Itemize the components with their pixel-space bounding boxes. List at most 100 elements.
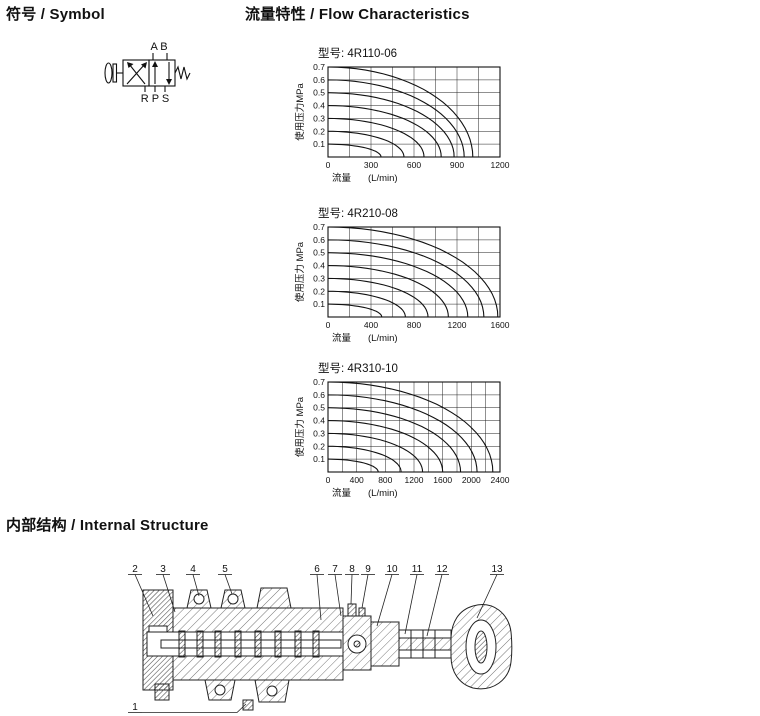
part-label-10: 10 [386, 564, 398, 575]
y-tick-label: 0.3 [313, 428, 325, 438]
flow-curve [327, 92, 455, 158]
x-tick-label: 1600 [433, 475, 452, 485]
axis-ticks: 0.1 0.2 0.3 0.4 0.5 0.6 0.7 0 400 800 1200 1600 [313, 222, 510, 330]
flow-chart-plot: 0.1 0.2 0.3 0.4 0.5 0.6 0.7 0 400 800 1200 1600 使用压力… [294, 222, 510, 344]
y-tick-label: 0.7 [313, 222, 325, 232]
part-label-7: 7 [332, 564, 338, 575]
flow-curve [327, 66, 474, 158]
y-tick-label: 0.2 [313, 126, 325, 136]
plot-frame [327, 381, 501, 473]
x-tick-label: 600 [407, 160, 421, 170]
flow-curve [327, 432, 424, 473]
flow-curve [327, 381, 494, 473]
valve-body-section [142, 587, 344, 711]
part-label-6: 6 [314, 564, 320, 575]
symbol-top-port-labels: A B [150, 41, 167, 53]
flow-curve [327, 105, 442, 158]
flow-curves [327, 66, 474, 158]
x-tick-label: 800 [407, 320, 421, 330]
part-label-11: 11 [412, 564, 423, 575]
x-tick-label: 0 [326, 320, 331, 330]
y-tick-label: 0.3 [313, 273, 325, 283]
x-tick-label: 400 [350, 475, 364, 485]
x-axis-unit: (L/min) [368, 173, 398, 184]
x-axis-label: 流量 [332, 332, 352, 344]
part-callouts: 2 3 4 5 6 7 8 9 10 11 12 13 1 [128, 564, 504, 713]
flow-characteristics-heading: 流量特性 / Flow Characteristics [245, 6, 470, 23]
y-tick-label: 0.7 [313, 62, 325, 72]
part-label-9: 9 [365, 564, 371, 575]
y-tick-label: 0.4 [313, 261, 325, 271]
flow-curve [327, 277, 429, 318]
part-label-13: 13 [491, 564, 503, 575]
flow-curve [327, 79, 465, 158]
x-tick-label: 2000 [462, 475, 481, 485]
flow-curve [328, 445, 402, 473]
y-tick-label: 0.2 [313, 286, 325, 296]
internal-structure-diagram: 2 3 4 5 6 7 8 9 10 11 12 13 1 [128, 564, 513, 713]
part-label-5: 5 [222, 564, 228, 575]
flow-curve [327, 226, 499, 318]
valve-symbol-diagram: A B R P S [104, 41, 191, 105]
chart-title: 型号: 4R310-10 [318, 363, 398, 375]
flow-curve [327, 117, 425, 158]
flow-curve [327, 252, 469, 318]
y-tick-label: 0.4 [313, 416, 325, 426]
y-tick-label: 0.6 [313, 75, 325, 85]
x-tick-label: 300 [364, 160, 378, 170]
flow-curve [327, 303, 383, 318]
part-label-2: 2 [132, 564, 138, 575]
x-tick-label: 0 [326, 475, 331, 485]
y-tick-label: 0.4 [313, 101, 325, 111]
y-tick-label: 0.5 [313, 403, 325, 413]
internal-structure-heading: 内部结构 / Internal Structure [6, 517, 209, 534]
y-axis-label: 使用压力MPa [294, 83, 306, 141]
part-label-4: 4 [190, 564, 196, 575]
x-tick-label: 1600 [491, 320, 510, 330]
flow-curve [327, 239, 485, 318]
symbol-spring-return [174, 65, 191, 81]
x-tick-label: 1200 [491, 160, 510, 170]
part-label-12: 12 [436, 564, 448, 575]
actuator-assembly-section [342, 603, 513, 690]
y-tick-label: 0.6 [313, 235, 325, 245]
part-label-3: 3 [160, 564, 166, 575]
part-label-1: 1 [132, 702, 138, 713]
x-tick-label: 0 [326, 160, 331, 170]
gridlines [328, 67, 500, 157]
y-tick-label: 0.5 [313, 88, 325, 98]
x-tick-label: 1200 [448, 320, 467, 330]
plot-frame [327, 66, 501, 158]
symbol-port-stubs [144, 53, 168, 92]
y-axis-label: 使用压力 MPa [294, 241, 306, 302]
symbol-heading: 符号 / Symbol [6, 6, 105, 23]
x-tick-label: 400 [364, 320, 378, 330]
symbol-push-button-actuator [104, 62, 123, 84]
x-axis-unit: (L/min) [368, 333, 398, 344]
flow-curve [327, 394, 478, 473]
flow-curve [327, 265, 449, 318]
part-label-8: 8 [349, 564, 355, 575]
x-axis-label: 流量 [332, 487, 352, 499]
y-tick-label: 0.1 [313, 299, 325, 309]
y-tick-label: 0.5 [313, 248, 325, 258]
flow-curves [327, 381, 494, 473]
x-tick-label: 1200 [405, 475, 424, 485]
flow-curve [328, 130, 405, 158]
flow-curve [327, 407, 462, 473]
plot-frame [327, 226, 501, 318]
x-tick-label: 2400 [491, 475, 510, 485]
symbol-bottom-port-labels: R P S [141, 93, 170, 105]
flow-curve [327, 458, 379, 473]
x-axis-unit: (L/min) [368, 488, 398, 499]
symbol-flow-arrows-left [126, 62, 147, 85]
x-tick-label: 800 [378, 475, 392, 485]
flow-curve [327, 143, 382, 158]
